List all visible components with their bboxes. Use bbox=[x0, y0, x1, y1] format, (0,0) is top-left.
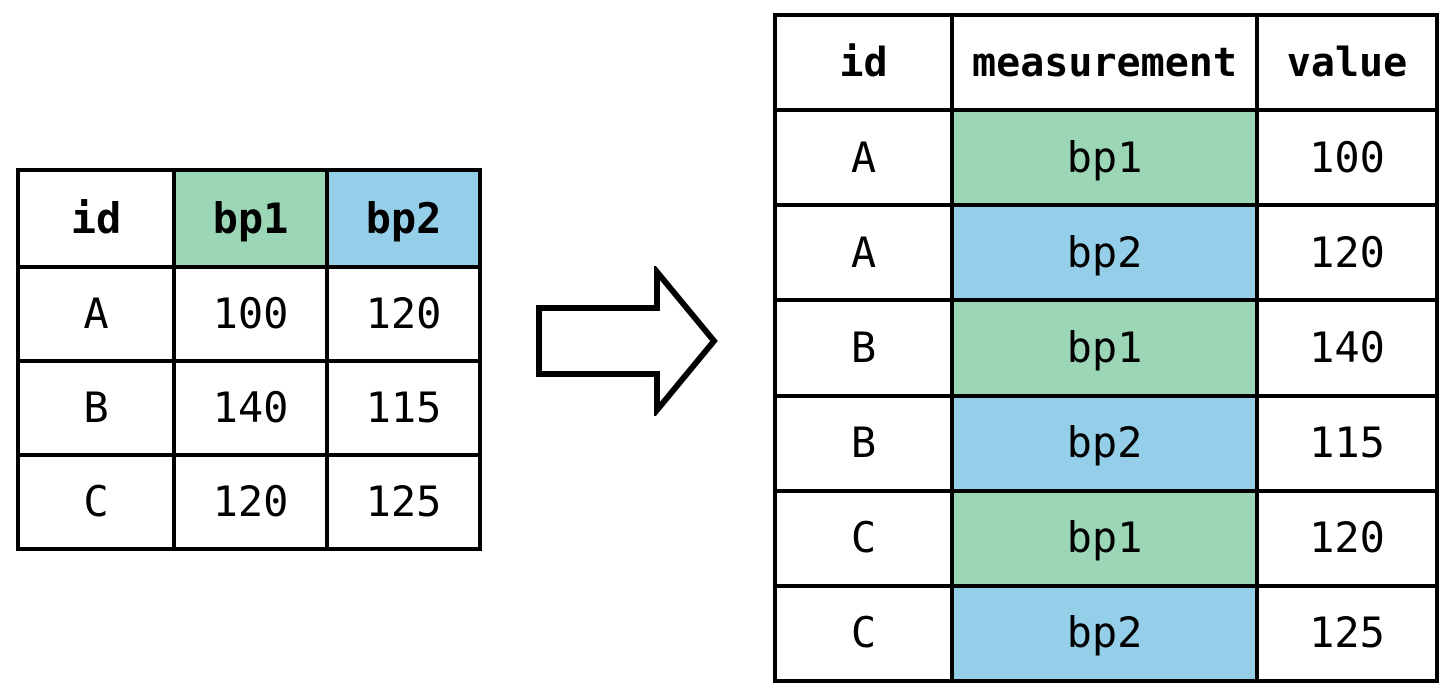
table-row: B 140 115 bbox=[16, 359, 482, 457]
table-cell: A bbox=[773, 203, 954, 303]
table-cell: 100 bbox=[1255, 108, 1439, 208]
wide-table-header-row: id bp1 bp2 bbox=[16, 168, 482, 269]
wide-header-id: id bbox=[16, 168, 176, 269]
table-cell: 120 bbox=[325, 265, 482, 363]
table-cell: B bbox=[773, 393, 954, 493]
wide-header-bp2: bp2 bbox=[325, 168, 482, 269]
table-cell: C bbox=[16, 453, 176, 551]
table-cell: bp2 bbox=[950, 583, 1259, 684]
table-cell: C bbox=[773, 583, 954, 684]
table-cell: B bbox=[16, 359, 176, 457]
table-cell: bp1 bbox=[950, 298, 1259, 398]
table-row: C bp1 120 bbox=[773, 488, 1439, 588]
table-cell: 120 bbox=[172, 453, 329, 551]
long-table: id measurement value A bp1 100 A bp2 120… bbox=[773, 12, 1439, 684]
table-cell: 120 bbox=[1255, 203, 1439, 303]
table-cell: bp2 bbox=[950, 393, 1259, 493]
table-cell: 100 bbox=[172, 265, 329, 363]
wide-header-bp1: bp1 bbox=[172, 168, 329, 269]
table-cell: bp2 bbox=[950, 203, 1259, 303]
long-table-header-row: id measurement value bbox=[773, 12, 1439, 113]
table-row: B bp1 140 bbox=[773, 298, 1439, 398]
table-cell: 115 bbox=[325, 359, 482, 457]
wide-table: id bp1 bp2 A 100 120 B 140 115 C 120 125 bbox=[16, 168, 482, 551]
table-cell: 115 bbox=[1255, 393, 1439, 493]
table-cell: 125 bbox=[1255, 583, 1439, 684]
table-row: A 100 120 bbox=[16, 265, 482, 363]
table-row: C bp2 125 bbox=[773, 583, 1439, 684]
table-cell: 140 bbox=[1255, 298, 1439, 398]
table-row: C 120 125 bbox=[16, 453, 482, 551]
table-cell: B bbox=[773, 298, 954, 398]
table-cell: A bbox=[773, 108, 954, 208]
table-row: A bp1 100 bbox=[773, 108, 1439, 208]
table-row: A bp2 120 bbox=[773, 203, 1439, 303]
table-cell: bp1 bbox=[950, 108, 1259, 208]
long-header-id: id bbox=[773, 12, 954, 113]
long-header-measurement: measurement bbox=[950, 12, 1259, 113]
table-cell: 120 bbox=[1255, 488, 1439, 588]
table-row: B bp2 115 bbox=[773, 393, 1439, 493]
table-cell: 140 bbox=[172, 359, 329, 457]
long-header-value: value bbox=[1255, 12, 1439, 113]
right-block-arrow-icon bbox=[536, 266, 718, 416]
table-cell: C bbox=[773, 488, 954, 588]
table-cell: A bbox=[16, 265, 176, 363]
table-cell: bp1 bbox=[950, 488, 1259, 588]
table-cell: 125 bbox=[325, 453, 482, 551]
